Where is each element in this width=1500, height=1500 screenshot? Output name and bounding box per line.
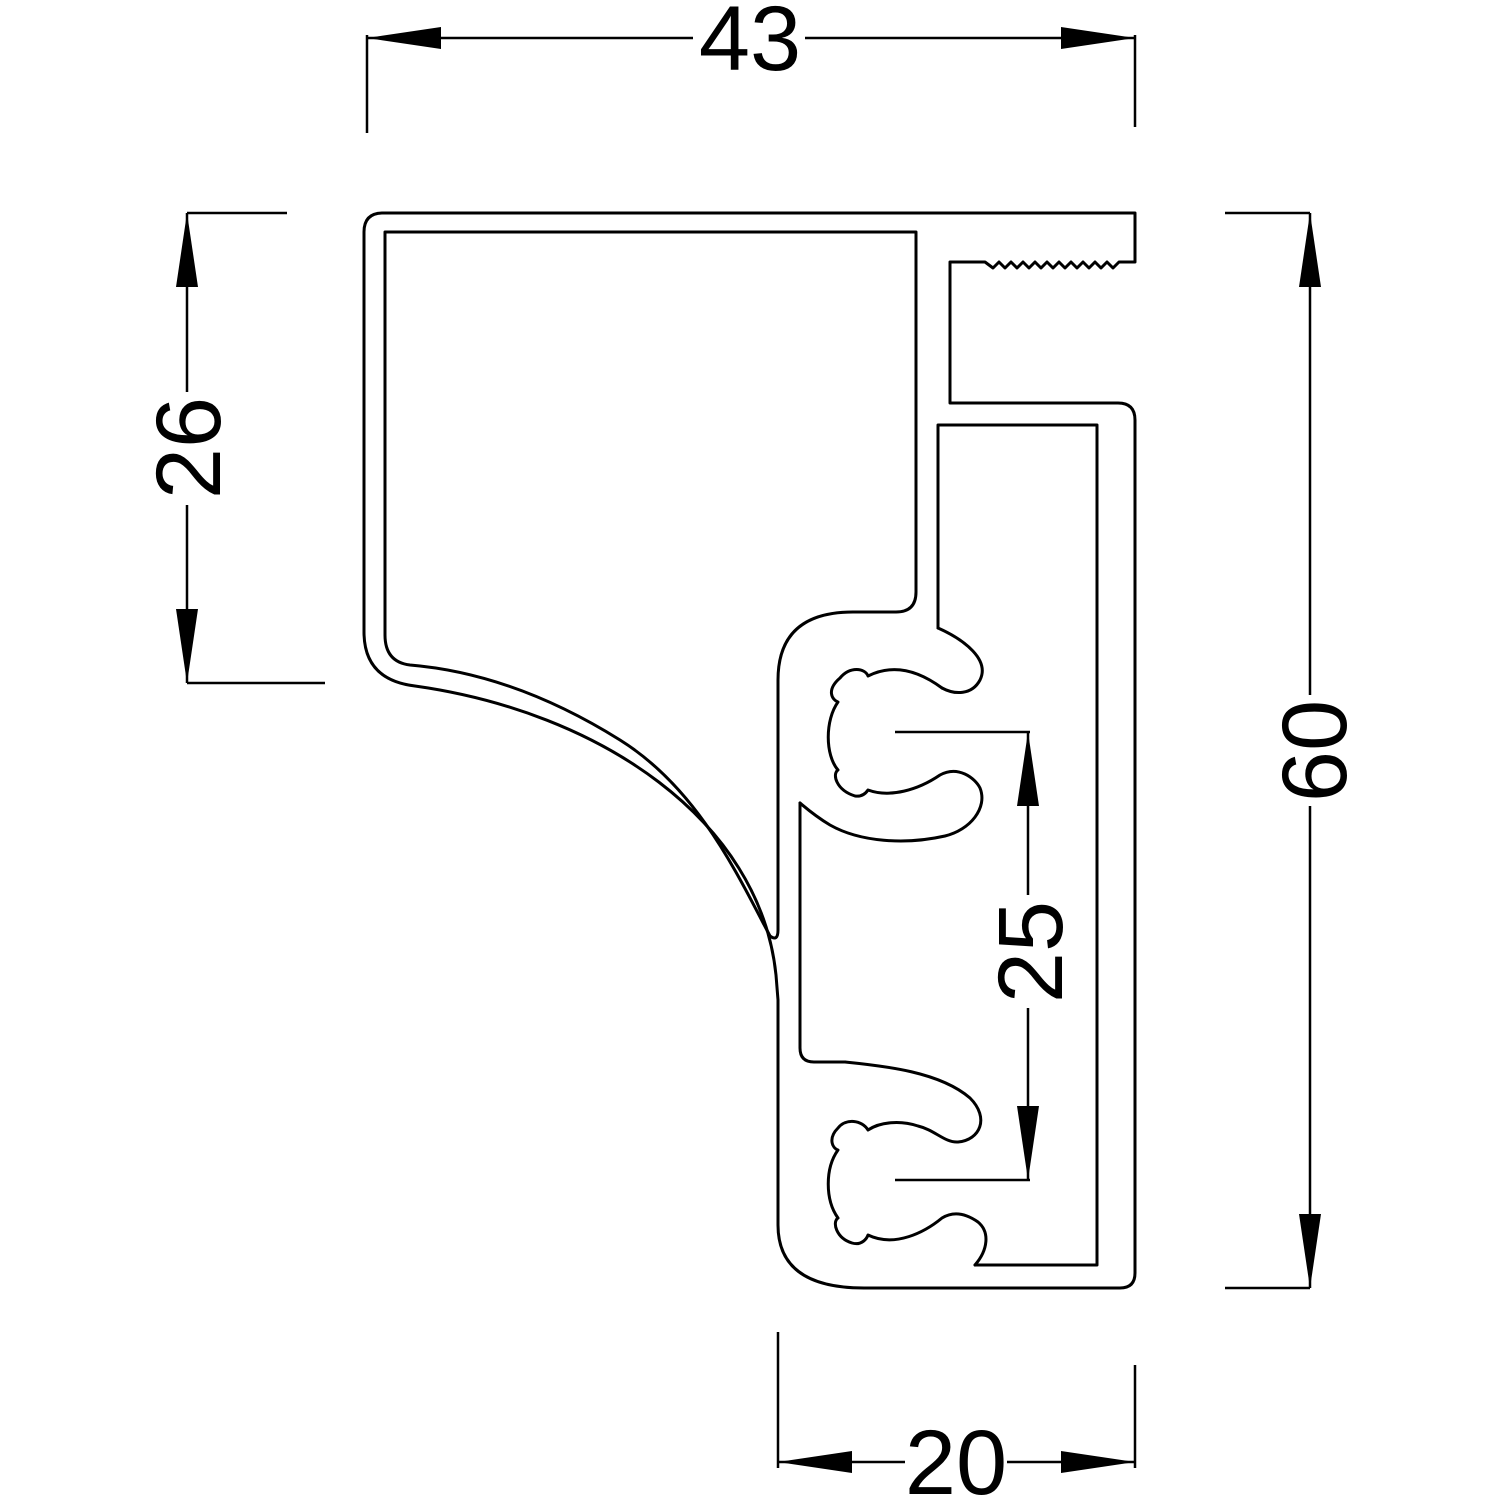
profile-right-chamber (938, 425, 1097, 1265)
dimension-top-height: 26 (138, 213, 325, 683)
dimension-bottom-width: 20 (778, 1332, 1135, 1500)
profile-lower-slot (828, 1062, 986, 1265)
dimension-overall-width: 43 (367, 0, 1135, 133)
profile-inner-wall (385, 232, 916, 938)
profile-groove-wall (800, 803, 845, 1062)
dimension-label-slot-spacing: 25 (980, 901, 1082, 1003)
dimension-label-top-height: 26 (138, 397, 240, 499)
dimension-label-bottom-width: 20 (905, 1412, 1007, 1500)
dimension-slot-spacing: 25 (980, 732, 1082, 1180)
dimension-label-overall-width: 43 (699, 0, 801, 90)
dimension-overall-height: 60 (1225, 213, 1366, 1288)
dimension-label-overall-height: 60 (1264, 700, 1366, 802)
profile-outer-contour (364, 213, 1135, 1288)
profile-upper-lip (938, 628, 982, 693)
profile-cross-section (364, 213, 1135, 1288)
profile-upper-slot (800, 670, 982, 841)
